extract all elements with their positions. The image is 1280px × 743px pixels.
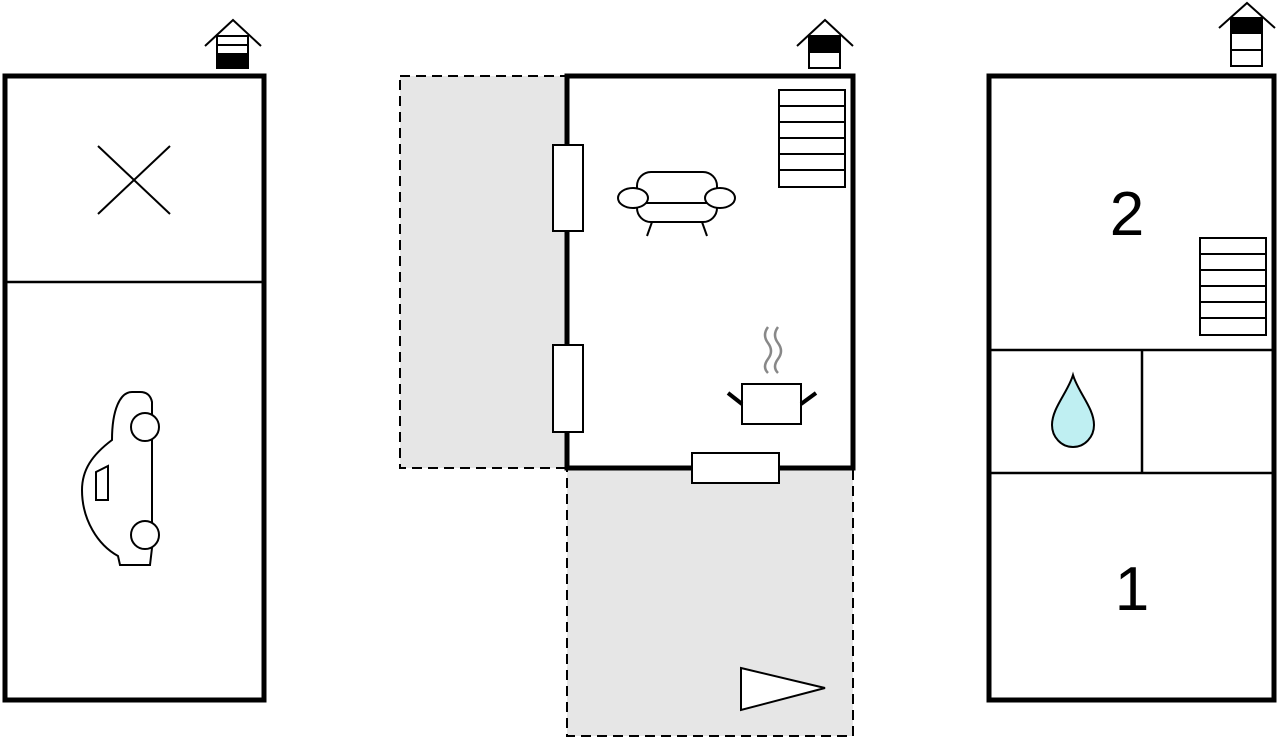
terrace-south bbox=[566, 467, 854, 737]
house-level-icon bbox=[796, 18, 854, 69]
room-label-1: 1 bbox=[1115, 555, 1149, 624]
stairs-icon bbox=[1199, 237, 1267, 336]
house-level-icon bbox=[1218, 1, 1276, 67]
floor-ground bbox=[2, 18, 267, 703]
window bbox=[552, 344, 584, 433]
stairs-icon bbox=[778, 89, 846, 188]
sofa-icon bbox=[617, 171, 736, 237]
door bbox=[691, 452, 780, 484]
house-level-icon bbox=[204, 18, 262, 69]
floor-second: 2 1 bbox=[986, 1, 1277, 703]
water-drop-icon bbox=[1050, 371, 1096, 448]
cross-icon bbox=[97, 145, 171, 215]
second-outline bbox=[986, 73, 1277, 703]
room-label-2: 2 bbox=[1110, 180, 1144, 249]
cooking-pot-icon bbox=[726, 326, 818, 425]
terrace-west bbox=[399, 75, 568, 469]
ground-outline bbox=[2, 73, 267, 703]
window bbox=[552, 144, 584, 232]
floor-first bbox=[399, 18, 856, 737]
flag-icon bbox=[740, 666, 826, 712]
car-icon bbox=[80, 391, 160, 566]
